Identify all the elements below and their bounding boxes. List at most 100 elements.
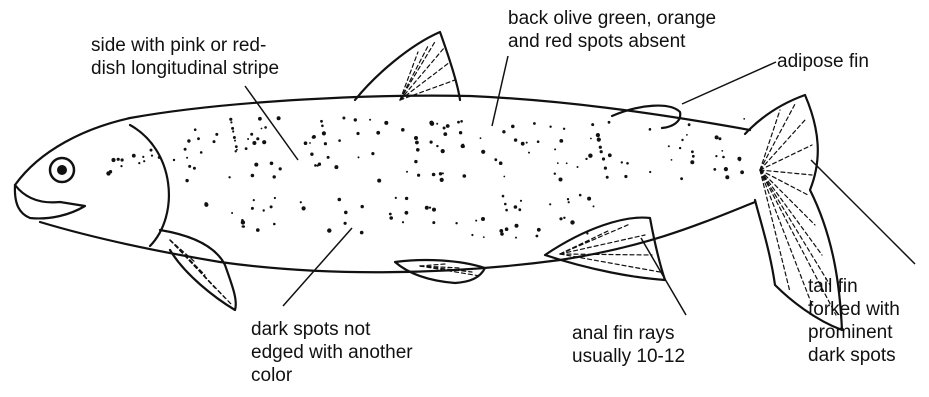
- anal-fin-label: anal fin rays usually 10-12: [572, 322, 685, 368]
- side-stripe-leader: [245, 86, 298, 160]
- spot: [559, 139, 563, 143]
- spot: [557, 162, 559, 164]
- spot: [401, 128, 405, 132]
- spot: [440, 178, 444, 182]
- spot: [559, 178, 563, 182]
- spot: [142, 156, 144, 158]
- spot: [342, 117, 345, 120]
- spot: [231, 212, 233, 214]
- dark-spots-label-line: dark spots not: [251, 318, 413, 341]
- spot: [463, 174, 467, 178]
- spot: [324, 142, 327, 145]
- spot: [234, 140, 236, 142]
- tail-fin-label-line: prominent: [808, 321, 900, 344]
- mouth: [15, 185, 85, 218]
- spot: [338, 139, 341, 142]
- spot: [300, 201, 302, 203]
- spot: [414, 160, 417, 163]
- spot: [425, 206, 429, 210]
- spot: [120, 165, 122, 167]
- spot: [520, 200, 522, 202]
- spot: [533, 122, 536, 125]
- spot: [361, 205, 364, 208]
- spot: [302, 206, 306, 210]
- spot: [608, 153, 612, 157]
- spot: [194, 128, 197, 131]
- fin-ray: [760, 170, 830, 285]
- spot: [414, 136, 418, 140]
- spot: [597, 138, 601, 142]
- spot: [429, 207, 431, 209]
- spot: [314, 164, 317, 167]
- spot: [256, 228, 260, 232]
- spot: [718, 137, 721, 140]
- spot: [563, 217, 565, 219]
- spot: [279, 167, 282, 170]
- spot: [514, 138, 517, 141]
- spot: [236, 149, 238, 151]
- adipose-fin-label: adipose fin: [777, 50, 869, 73]
- spot: [327, 228, 331, 232]
- spot: [459, 131, 462, 134]
- spot: [671, 159, 673, 161]
- spot: [471, 234, 473, 236]
- fin-rays: [170, 40, 836, 315]
- spot: [439, 172, 442, 175]
- spot: [273, 175, 276, 178]
- spot: [443, 127, 446, 130]
- spot: [270, 162, 274, 166]
- dark-spots-leader: [283, 228, 352, 306]
- spot: [514, 205, 518, 209]
- fin-ray: [760, 145, 812, 170]
- spot: [585, 158, 587, 160]
- spot: [432, 208, 436, 212]
- spot: [371, 152, 374, 155]
- spot: [587, 197, 591, 201]
- spot: [499, 161, 503, 165]
- spot: [715, 135, 719, 139]
- gill-cover: [130, 125, 169, 246]
- spot: [150, 149, 153, 152]
- spot: [504, 203, 507, 206]
- spot: [186, 157, 188, 159]
- spot: [376, 131, 380, 135]
- spot: [138, 162, 140, 164]
- spot: [579, 194, 582, 197]
- fish-body-upper: [15, 96, 750, 185]
- fin-ray: [760, 170, 815, 225]
- spot: [256, 137, 259, 140]
- dark-spots-label-line: edged with another: [251, 341, 413, 364]
- spot: [251, 207, 254, 210]
- spot: [577, 166, 579, 168]
- spot: [232, 130, 234, 132]
- spot: [402, 221, 404, 223]
- spot: [106, 171, 110, 175]
- pupil: [57, 165, 67, 175]
- spot: [250, 133, 253, 136]
- spot: [521, 142, 525, 146]
- spot: [309, 142, 311, 144]
- spot: [233, 136, 236, 139]
- back-color-leader: [492, 56, 508, 126]
- fin-ray: [420, 266, 460, 268]
- spot: [436, 123, 438, 125]
- spot: [254, 163, 258, 167]
- spot: [604, 167, 607, 170]
- spot: [273, 223, 276, 226]
- spot: [184, 148, 187, 151]
- fin-ray: [170, 240, 225, 298]
- spot: [591, 123, 594, 126]
- spot: [173, 159, 175, 161]
- spot: [606, 176, 609, 179]
- spot: [649, 128, 652, 131]
- spot: [432, 221, 435, 224]
- spot: [668, 145, 670, 147]
- spot: [626, 162, 629, 165]
- spot: [270, 205, 273, 208]
- spot: [242, 225, 245, 228]
- spot: [570, 220, 574, 224]
- spot: [608, 121, 611, 124]
- spot: [416, 148, 420, 152]
- spot: [185, 179, 188, 182]
- spot: [251, 174, 255, 178]
